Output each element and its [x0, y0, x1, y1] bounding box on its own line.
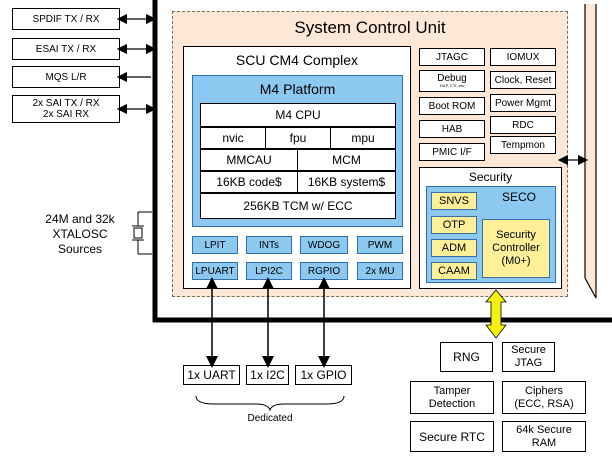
cm4-title: SCU CM4 Complex	[235, 52, 359, 68]
code-cache-block: 16KB code$	[200, 171, 298, 193]
dedicated-label: Dedicated	[247, 412, 293, 424]
tempmon-block: Tempmon	[490, 136, 556, 154]
power-mgmt-block: Power Mgmt	[490, 94, 556, 112]
rdc-block: RDC	[490, 116, 556, 134]
io-label: SPDIF TX / RX	[32, 13, 100, 25]
mpu-block: mpu	[330, 127, 396, 149]
pmic-block: PMIC I/F	[419, 143, 485, 161]
scu-title: System Control Unit	[294, 18, 446, 37]
snvs-block: SNVS	[431, 192, 477, 210]
iomux-block: IOMUX	[490, 48, 556, 66]
mu-block: 2x MU	[357, 262, 403, 280]
m4-cpu: M4 CPU	[200, 103, 396, 127]
rng-block: RNG	[440, 342, 493, 372]
dedicated-brace	[195, 395, 345, 412]
security-title: Security	[468, 170, 513, 184]
xtal-label: 24M and 32k XTALOSC Sources	[45, 211, 115, 256]
security-controller-block: Security Controller (M0+)	[482, 219, 550, 278]
ints-block: INTs	[246, 236, 292, 254]
system-cache-block: 16KB system$	[297, 171, 396, 193]
right-bus	[557, 4, 597, 299]
pwm-block: PWM	[357, 236, 403, 254]
security-bus-arrow	[485, 289, 507, 339]
io-label: ESAI TX / RX	[35, 43, 97, 55]
boot-rom-block: Boot ROM	[419, 97, 485, 115]
otp-block: OTP	[431, 216, 477, 234]
m4-platform-title: M4 Platform	[259, 81, 336, 97]
hab-block: HAB	[419, 120, 485, 138]
fpu-block: fpu	[265, 127, 331, 149]
ciphers-block: Ciphers (ECC, RSA)	[502, 381, 586, 414]
io-label: 2x SAI TX / RX	[32, 98, 100, 109]
crystal-icon	[132, 211, 152, 255]
seco-title: SECO	[501, 190, 536, 204]
io-label: MQS L/R	[45, 71, 87, 83]
caam-block: CAAM	[431, 262, 477, 280]
debug-block: Debug DAP, CTI, etc	[419, 70, 485, 92]
adm-block: ADM	[431, 239, 477, 257]
lpit-block: LPIT	[192, 236, 238, 254]
clock-reset-block: Clock, Reset	[490, 71, 556, 89]
io-label: 2x SAI RX	[42, 109, 90, 120]
lpi2c-block: LPI2C	[246, 262, 292, 280]
tcm-block: 256KB TCM w/ ECC	[200, 193, 396, 219]
secure-ram-block: 64k Secure RAM	[502, 421, 586, 452]
tamper-detection-block: Tamper Detection	[410, 381, 494, 414]
nvic-block: nvic	[200, 127, 266, 149]
jtagc-block: JTAGC	[419, 48, 485, 66]
chip-outline	[152, 0, 612, 323]
secure-rtc-block: Secure RTC	[410, 421, 494, 452]
i2c-pin-box: 1x I2C	[246, 365, 289, 385]
mcm-block: MCM	[297, 149, 396, 171]
uart-pin-box: 1x UART	[183, 365, 240, 385]
wdog-block: WDOG	[300, 236, 348, 254]
secure-jtag-block: Secure JTAG	[502, 342, 555, 372]
gpio-pin-box: 1x GPIO	[295, 365, 352, 385]
